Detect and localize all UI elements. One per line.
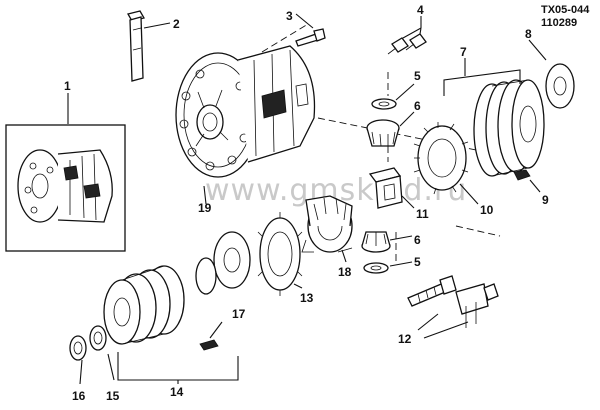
callout-10: 10: [480, 203, 494, 217]
part-6-pinion-gear-lower: [361, 231, 391, 253]
reference-code: TX05-044: [541, 4, 590, 16]
part-19-differential-case: [175, 45, 316, 178]
callout-4: 4: [417, 3, 424, 17]
part-18-side-gear-center: [301, 195, 353, 253]
callout-17: 17: [232, 307, 246, 321]
callout-6-upper: 6: [414, 99, 421, 113]
callout-19: 19: [198, 201, 212, 215]
callout-16: 16: [72, 389, 86, 403]
part-12-pinion-shaft: [407, 275, 499, 328]
part-10-side-gear-right: [413, 122, 469, 195]
part-3-screw: [295, 28, 326, 47]
part-5-thrust-washer-lower: [363, 262, 389, 274]
part-11-thrust-block: [368, 167, 403, 209]
part-14-clutch-pack-left: [103, 231, 251, 345]
callout-13: 13: [300, 291, 314, 305]
axis-line-upper: [261, 23, 309, 53]
callout-9: 9: [542, 193, 549, 207]
callout-14: 14: [170, 385, 184, 399]
callout-12: 12: [398, 332, 412, 346]
callout-3: 3: [286, 9, 293, 23]
callout-6-lower: 6: [414, 233, 421, 247]
callout-7: 7: [460, 45, 467, 59]
part-8-thrust-washer: [545, 63, 575, 109]
part-9-key: [513, 169, 531, 181]
part-15-thrust-washer: [89, 325, 107, 351]
callout-18: 18: [338, 265, 352, 279]
part-4-bolts: [387, 33, 427, 55]
part-6-pinion-gear-upper: [366, 119, 400, 147]
callout-5-lower: 5: [414, 255, 421, 269]
axis-line-vertical: [387, 72, 397, 262]
part-2-cross-shaft: [127, 10, 145, 82]
callout-1: 1: [64, 79, 71, 93]
part-7-clutch-pack-right: [473, 79, 545, 177]
reference-number: 110289: [541, 17, 577, 29]
part-17-key: [199, 339, 219, 351]
part-13-clutch-ring: [257, 212, 303, 296]
callout-8: 8: [525, 27, 532, 41]
callout-11: 11: [416, 207, 429, 221]
callout-2: 2: [173, 17, 180, 31]
part-1-assembly-inset: [5, 124, 126, 252]
callout-labels: 1 2 3 4 5 6 7 8 9 10 11 12 13 14 15 16 1…: [64, 3, 549, 403]
callout-5-upper: 5: [414, 69, 421, 83]
part-16-shim: [69, 335, 87, 361]
axis-line-lower: [455, 225, 501, 237]
callout-15: 15: [106, 389, 120, 403]
part-5-thrust-washer-upper: [371, 98, 397, 110]
